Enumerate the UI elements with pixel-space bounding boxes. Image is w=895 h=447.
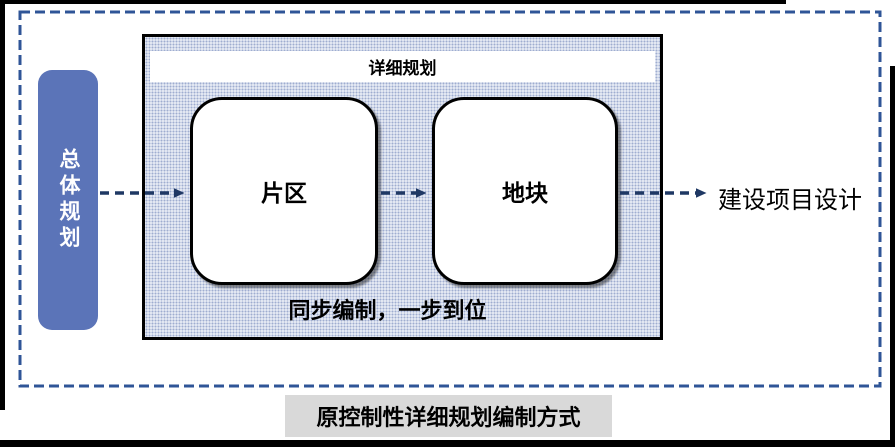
project-design-label: 建设项目设计 [718, 187, 862, 214]
detail-planning-title-band: 详细规划 [150, 51, 655, 82]
frame-edge-right [890, 66, 895, 447]
detail-planning-title: 详细规划 [368, 59, 437, 78]
frame-edge-left [0, 0, 5, 410]
diagram-caption: 原控制性详细规划编制方式 [285, 395, 612, 437]
master-plan-node: 总体规划 [38, 70, 98, 330]
frame-edge-bottom [0, 440, 895, 447]
master-plan-label: 总体规划 [57, 148, 80, 252]
plot-label: 地块 [502, 180, 548, 206]
district-label: 片区 [261, 180, 307, 206]
plot-node: 地块 [432, 97, 618, 285]
frame-edge-top [0, 0, 786, 4]
district-node: 片区 [190, 97, 378, 285]
sync-note-label: 同步编制，一步到位 [288, 298, 487, 323]
